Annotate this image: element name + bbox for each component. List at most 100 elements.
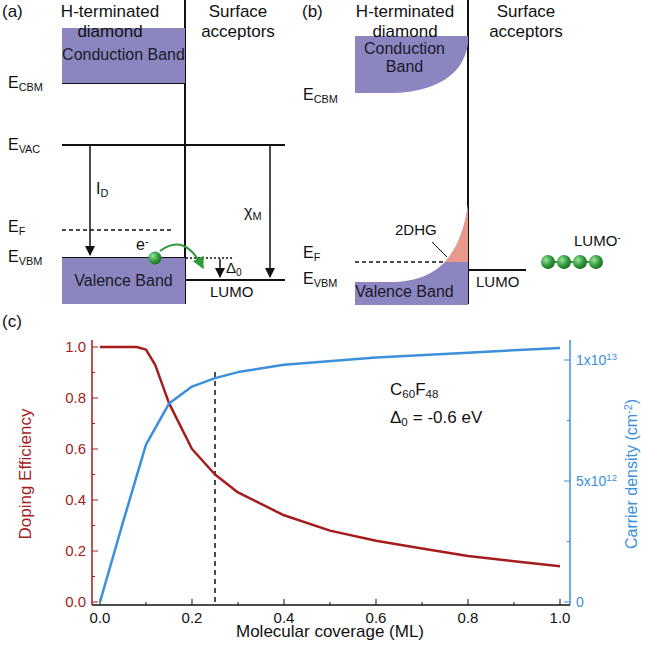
label: E [303,86,314,103]
superscript: 12 [606,472,617,483]
label-group: Molecular coverage (ML) [236,622,424,642]
label-group: C60F48 [390,380,438,400]
label-group: (b) [302,2,323,22]
label-group: 0.4 [65,491,86,508]
superscript: - [617,232,620,243]
subscript: 0 [401,416,407,428]
label-group: EF [8,218,25,236]
label: Doping Efficiency [16,408,35,539]
label: 0.2 [65,542,86,559]
label-group: ECBM [8,74,43,92]
label-group: 1x1013 [576,352,617,368]
label-group: ECBM [303,86,338,104]
label: e [136,236,145,253]
label: E [8,136,19,153]
label: (b) [302,2,323,21]
label-group: Surface acceptors [188,2,288,41]
subscript: F [314,251,321,263]
label: ) [623,399,640,404]
label-group: e- [136,236,149,254]
band-label: Valence Band [355,283,453,301]
label: 5x10 [576,473,606,489]
label: 1x10 [576,352,606,368]
subscript: 0 [236,267,242,278]
label-group: 0.0 [65,593,86,610]
label: Surface acceptors [489,2,563,41]
label: Surface acceptors [201,2,275,41]
label: F [415,380,425,399]
label-group: χM [244,203,261,221]
label-group: Δ0 [226,259,242,276]
label-group: Doping Efficiency [16,408,36,539]
label-group: LUMO- [574,232,621,249]
label-group: EVAC [8,136,40,154]
label: Molecular coverage (ML) [236,622,424,641]
label: 0.0 [65,593,86,610]
label-group: EVBM [8,248,42,266]
label-group: EVBM [303,270,337,288]
label-group: 0.6 [366,609,387,626]
subscript: CBM [314,93,338,105]
subscript: F [19,225,26,237]
label-group: 0.8 [458,609,479,626]
label: E [8,218,19,235]
valence-band: Valence Band [355,205,468,305]
label: Δ [390,408,401,427]
label: LUMO [476,273,519,290]
label: χ [244,203,252,220]
label-group: 1.0 [65,338,86,355]
subscript: VBM [19,255,43,267]
label-group: Carrier density (cm-2) [623,399,641,549]
conduction-band: Conduction Band [355,36,468,96]
label: (a) [2,2,23,21]
label: 0.4 [65,491,86,508]
label: Δ [226,259,236,276]
label: C [390,380,402,399]
band-label: Conduction Band [62,46,185,64]
label: = -0.6 eV [413,408,482,427]
label-group: EF [303,244,320,262]
label-group: Surface acceptors [476,2,576,41]
label: E [303,270,314,287]
label-group: 0.2 [182,609,203,626]
label-group: 0.0 [90,609,111,626]
label-group: ID [96,180,108,198]
subscript: M [252,210,261,222]
label-group: Δ0 = -0.6 eV [390,408,482,428]
label-group: 5x1012 [576,473,617,489]
label-group: 2DHG [395,221,437,238]
subscript: 60 [402,388,415,400]
superscript: - [145,235,149,247]
label: H-terminated diamond [356,2,454,41]
label: (c) [2,312,22,331]
label: 0 [576,594,584,610]
label: 1.0 [550,609,571,626]
label: I [96,180,100,197]
label-group: (c) [2,312,22,332]
label: 1.0 [65,338,86,355]
band-label: Conduction Band [355,40,454,77]
label: Carrier density (cm [623,414,640,549]
label-group: 1.0 [550,609,571,626]
label: 0.6 [65,440,86,457]
label: H-terminated diamond [61,2,159,41]
subscript: VAC [19,143,41,155]
label: E [303,244,314,261]
label: E [8,74,19,91]
superscript: -2 [621,404,633,414]
subscript: CBM [19,81,43,93]
label: LUMO [574,232,617,249]
label-group: 0.4 [274,609,295,626]
label-group: 0 [576,594,584,610]
subscript: VBM [314,277,338,289]
label: 2DHG [395,221,437,238]
label: 0.8 [65,389,86,406]
label-group: (a) [2,2,23,22]
label: E [8,248,19,265]
superscript: 13 [606,351,617,362]
label-group: LUMO [476,273,519,290]
label-group: 0.2 [65,542,86,559]
subscript: 48 [426,388,439,400]
subscript: D [100,187,108,199]
